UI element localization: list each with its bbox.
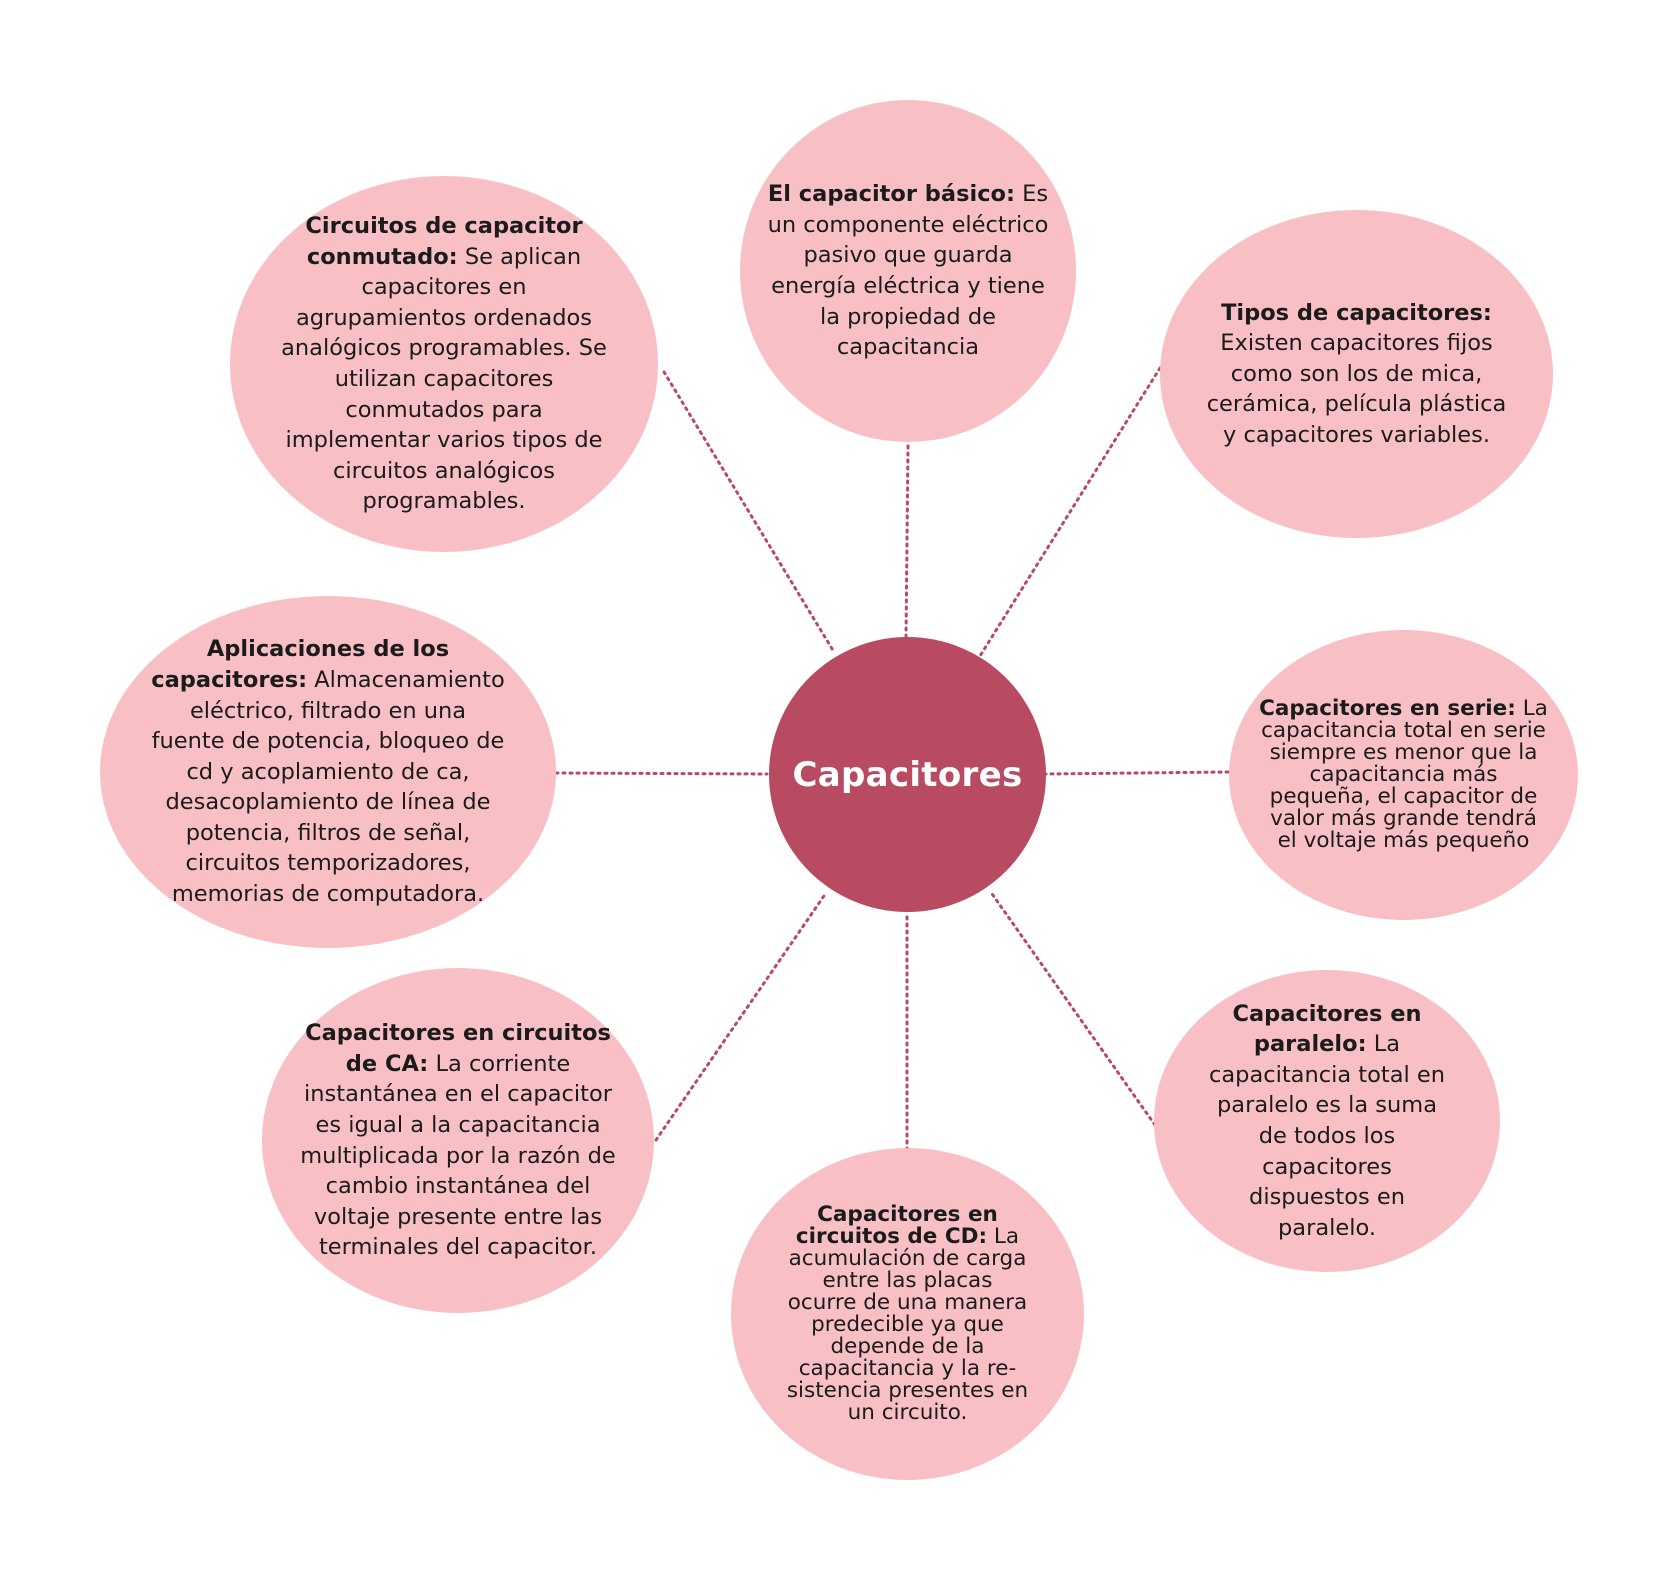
node-serie-text: La capacitancia total en serie siempre e… bbox=[1261, 696, 1548, 853]
node-paralelo: Capacitores en paralelo: La capacitancia… bbox=[1154, 970, 1500, 1272]
node-tipos: Tipos de capacitores: Existen capacitore… bbox=[1160, 210, 1553, 538]
node-ca: Capacitores en circuitos de CA: La corri… bbox=[262, 968, 654, 1313]
connector-paralelo bbox=[988, 889, 1157, 1127]
connector-serie bbox=[1043, 770, 1230, 776]
node-aplicaciones: Aplicaciones de los capacitores: Almacen… bbox=[100, 596, 556, 948]
connector-conmutado bbox=[662, 370, 836, 654]
node-serie-title: Capacitores en serie: bbox=[1259, 696, 1516, 722]
node-conmutado-title: Circuitos de capacitor conmutado: bbox=[305, 213, 583, 270]
node-conmutado: Circuitos de capacitor conmutado: Se apl… bbox=[230, 176, 658, 552]
node-ca-title: Capacitores en circuitos de CA: bbox=[305, 1020, 611, 1077]
node-aplicaciones-text: Almacenamiento eléctrico, filtrado en un… bbox=[151, 666, 505, 908]
center-label: Capacitores bbox=[792, 754, 1023, 795]
node-basico-text: Es un componente eléctrico pasivo que gu… bbox=[767, 181, 1049, 361]
node-basico-title: El capacitor básico: bbox=[767, 181, 1015, 208]
node-tipos-text: Existen capacitores fijos como son los d… bbox=[1206, 330, 1507, 448]
node-serie: Capacitores en serie: La capacitancia to… bbox=[1229, 630, 1578, 920]
connector-basico bbox=[904, 444, 910, 639]
node-tipos-title: Tipos de capacitores: bbox=[1221, 299, 1492, 326]
node-paralelo-title: Capacitores en paralelo: bbox=[1232, 1000, 1422, 1058]
node-ca-text: La corriente instantánea en el capacitor… bbox=[300, 1050, 616, 1261]
node-cd-title: Capacitores en circuitos de CD: bbox=[795, 1202, 998, 1250]
center-node: Capacitores bbox=[769, 637, 1046, 912]
node-conmutado-text: Se aplican capacitores en agrupamientos … bbox=[281, 243, 607, 515]
node-cd: Capacitores en circuitos de CD: La acumu… bbox=[731, 1148, 1084, 1480]
connector-tipos bbox=[978, 366, 1162, 658]
node-cd-text: La acumulación de car­ga entre las placa… bbox=[786, 1224, 1029, 1425]
node-paralelo-text: La capacitancia total en paralelo es la … bbox=[1209, 1031, 1445, 1241]
connector-ca bbox=[654, 891, 828, 1142]
node-basico: El capacitor básico: Es un componente el… bbox=[740, 100, 1076, 442]
node-aplicaciones-title: Aplicaciones de los capacitores: bbox=[151, 636, 450, 693]
connector-aplicaciones bbox=[554, 771, 769, 776]
